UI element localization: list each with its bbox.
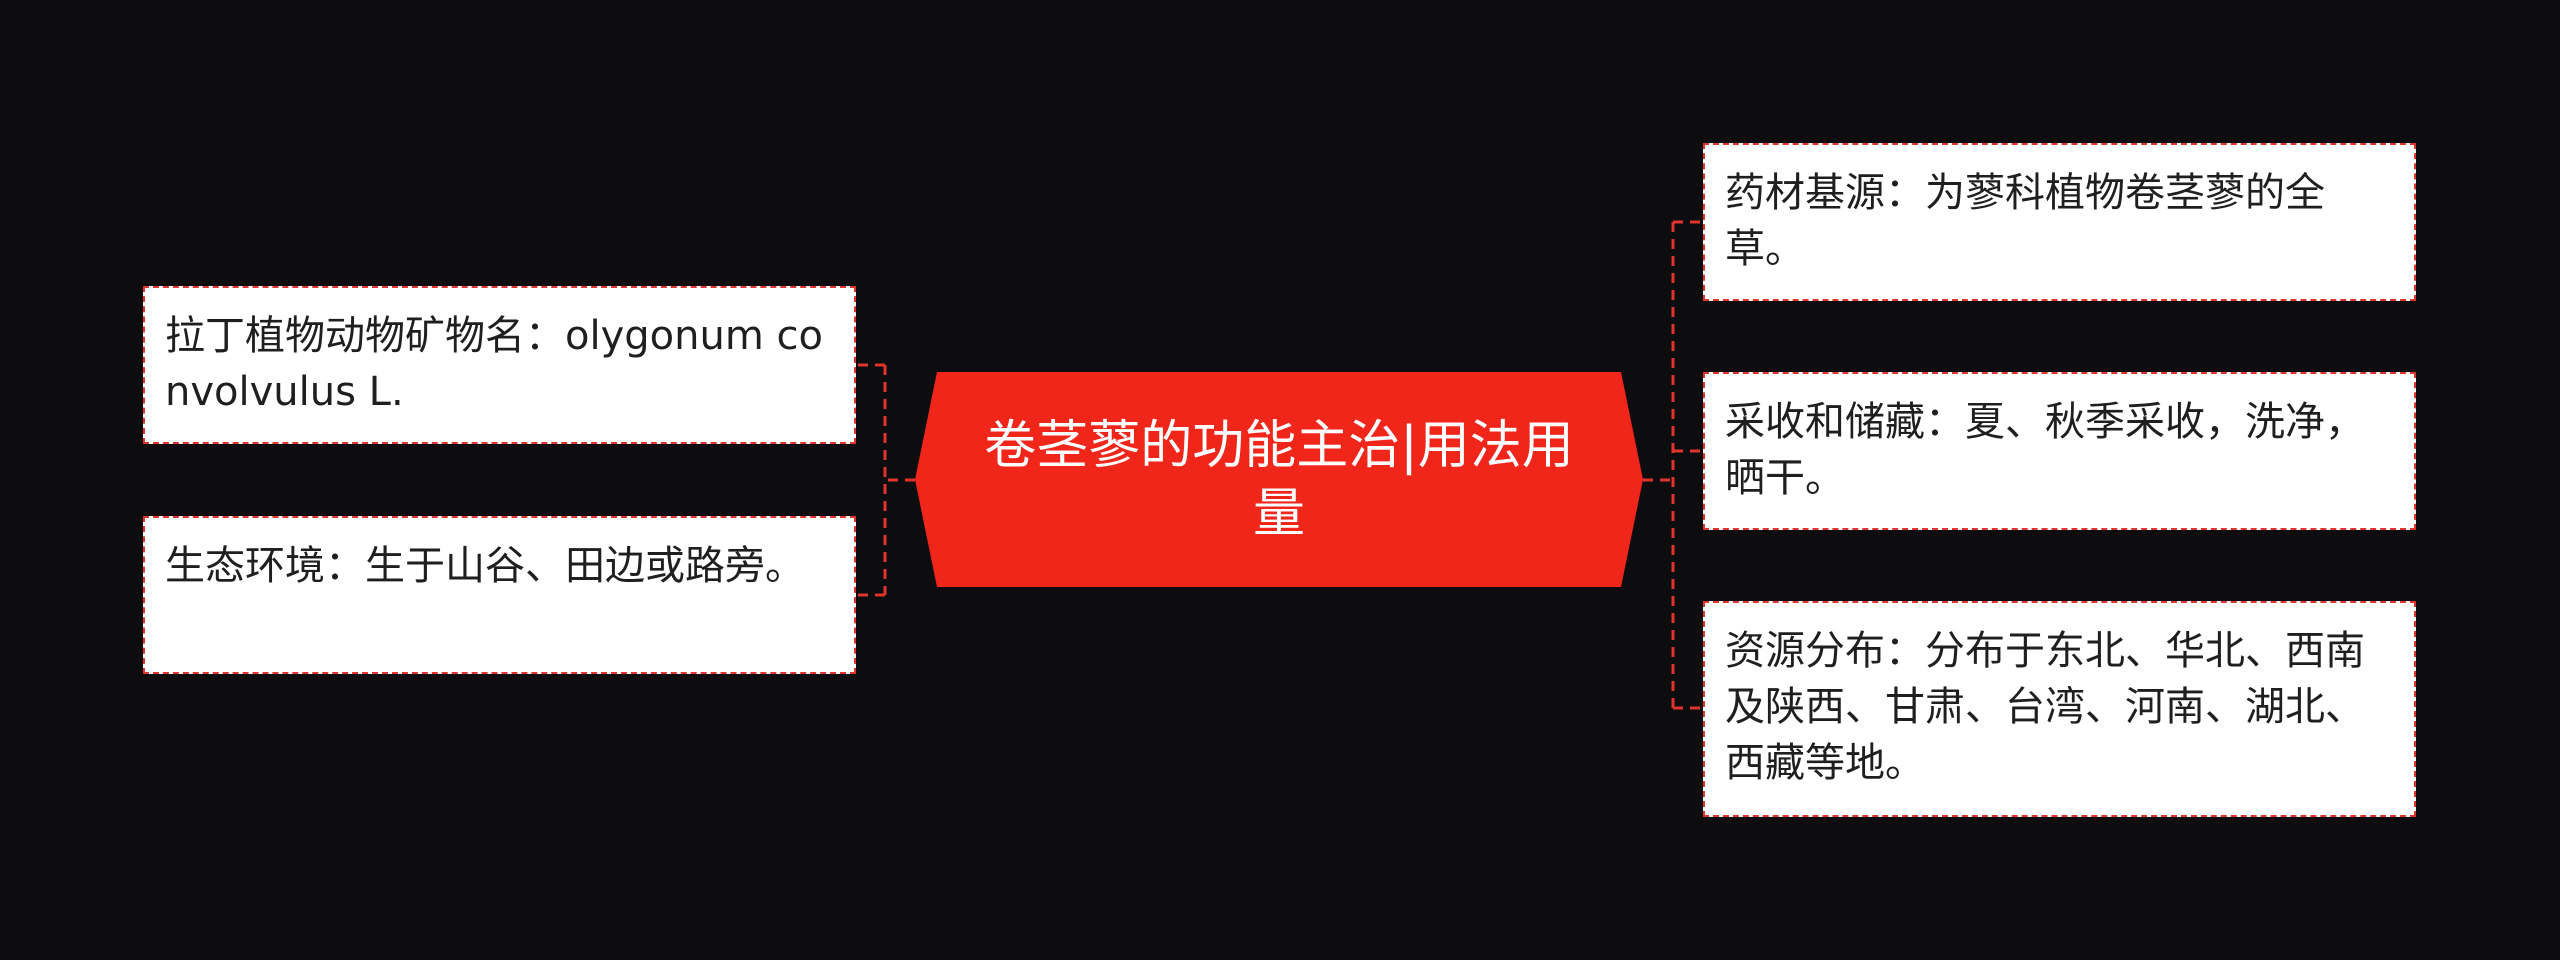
left-node-habitat[interactable]: 生态环境：生于山谷、田边或路旁。 [143,516,856,674]
right-node-source-text: 药材基源：为蓼科植物卷茎蓼的全草。 [1725,170,2325,272]
right-node-harvest-storage[interactable]: 采收和储藏：夏、秋季采收，洗净，晒干。 [1703,372,2416,530]
right-node-harvest-storage-text: 采收和储藏：夏、秋季采收，洗净，晒干。 [1725,399,2365,501]
left-node-habitat-text: 生态环境：生于山谷、田边或路旁。 [165,543,805,589]
left-node-latin-name[interactable]: 拉丁植物动物矿物名：olygonum convolvulus L. [143,286,856,444]
right-node-source[interactable]: 药材基源：为蓼科植物卷茎蓼的全草。 [1703,143,2416,301]
right-node-distribution[interactable]: 资源分布：分布于东北、华北、西南及陕西、甘肃、台湾、河南、湖北、西藏等地。 [1703,601,2416,817]
right-node-distribution-text: 资源分布：分布于东北、华北、西南及陕西、甘肃、台湾、河南、湖北、西藏等地。 [1725,628,2365,786]
central-topic-label: 卷茎蓼的功能主治|用法用量 [984,415,1574,544]
central-topic[interactable]: 卷茎蓼的功能主治|用法用量 [915,372,1643,587]
left-node-latin-name-text: 拉丁植物动物矿物名：olygonum convolvulus L. [165,313,823,415]
